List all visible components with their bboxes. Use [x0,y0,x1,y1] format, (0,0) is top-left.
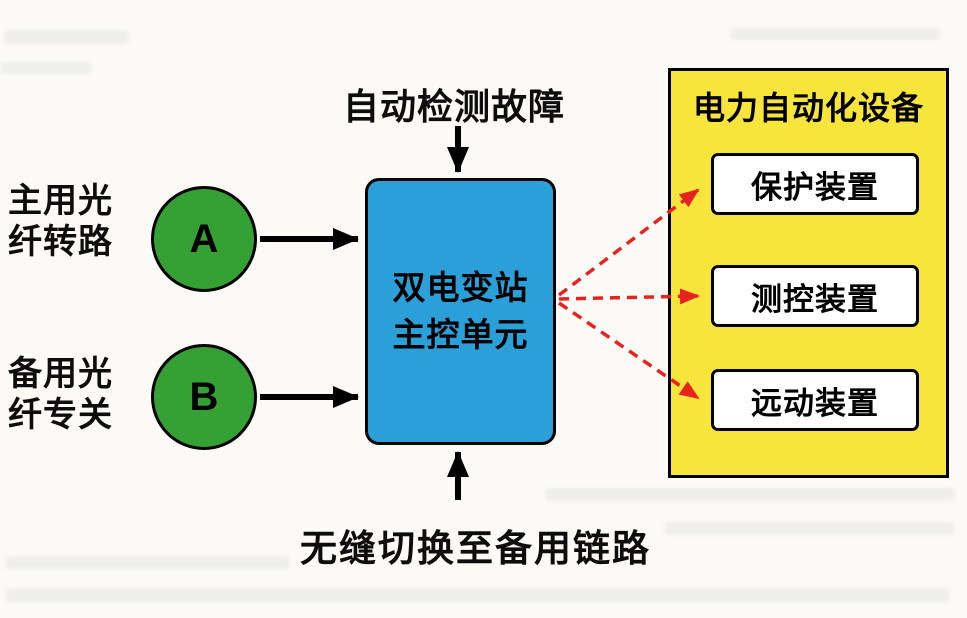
protection-device-box: 保护装置 [711,153,919,215]
bleedthrough-artifact [730,28,940,40]
master-control-unit-box: 双电变站 主控单元 [365,178,556,445]
bleedthrough-artifact [665,522,955,535]
auto-detect-fault-label: 自动检测故障 [343,86,566,127]
node-a-label: A [189,216,219,261]
backup-fiber-link-label: 备用光 纤专关 [8,354,113,437]
main-fiber-link-label-line2: 纤转路 [8,223,113,262]
telecontrol-device-box: 远动装置 [711,369,919,431]
node-b-label: B [189,374,219,419]
bleedthrough-artifact [4,30,129,44]
master-control-unit-line2: 主控单元 [392,315,529,353]
bleedthrough-artifact [545,488,955,501]
backup-fiber-link-label-line2: 纤专关 [8,396,113,435]
main-fiber-link-label: 主用光 纤转路 [8,181,113,264]
seamless-switch-label: 无缝切换至备用链路 [300,528,651,569]
bleedthrough-artifact [5,556,290,569]
backup-fiber-link-label-line1: 备用光 [8,355,113,393]
bleedthrough-artifact [0,62,92,74]
master-control-unit-line1: 双电变站 [392,269,529,307]
main-fiber-link-label-line1: 主用光 [8,182,113,220]
node-b-circle: B [151,344,257,450]
measure-control-device-box: 测控装置 [711,265,919,327]
bleedthrough-artifact [5,588,950,602]
power-automation-panel-title: 电力自动化设备 [692,90,924,126]
node-a-circle: A [151,186,257,292]
power-automation-panel: 电力自动化设备 保护装置 测控装置 远动装置 [668,68,949,478]
